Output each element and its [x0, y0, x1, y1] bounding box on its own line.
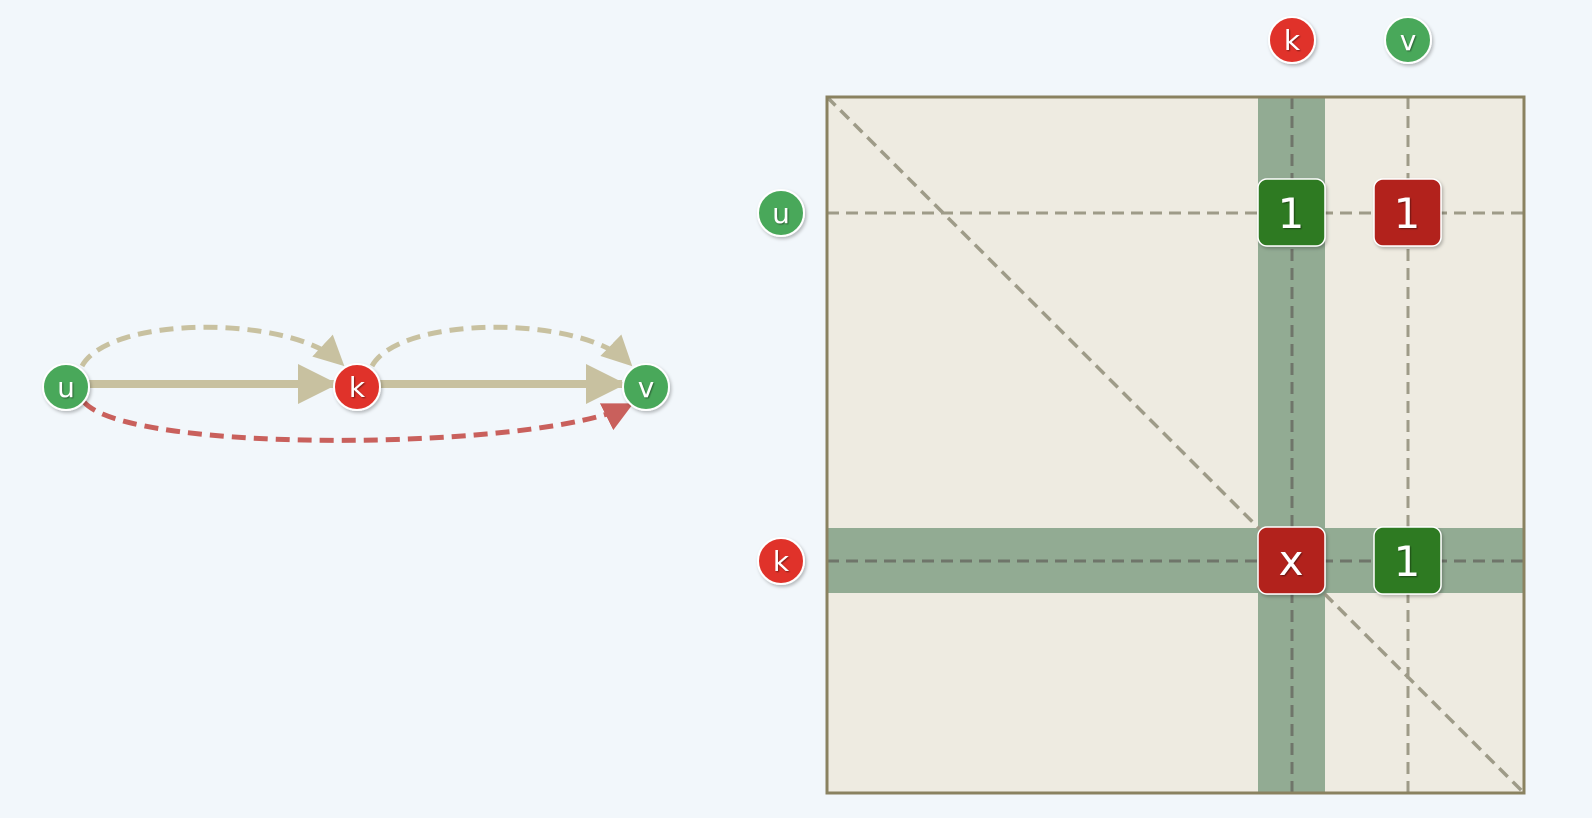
matrix-row-label-k-node [757, 537, 805, 585]
graph: u k v [42, 324, 670, 443]
graph-node-v-label: v [638, 371, 655, 404]
graph-node-u-label: u [57, 371, 75, 404]
matrix-cell-u-k-value: 1 [1278, 189, 1305, 238]
graph-node-u [42, 363, 90, 411]
matrix-row-label-u-node [757, 189, 805, 237]
matrix-col-label-k-node [1268, 16, 1316, 64]
graph-node-k [333, 363, 381, 411]
matrix: 1 1 x 1 k v [757, 16, 1526, 795]
edge-u-k-dashed [79, 324, 345, 368]
graph-node-v [622, 363, 670, 411]
matrix-col-label-k: k [1284, 24, 1301, 57]
matrix-row-label-k: k [773, 545, 790, 578]
graph-node-k-label: k [349, 371, 366, 404]
matrix-cell-u-v [1373, 178, 1442, 247]
matrix-cell-k-v [1373, 526, 1442, 595]
matrix-cell-k-k-value: x [1279, 536, 1304, 585]
matrix-col-label-v: v [1400, 24, 1417, 57]
matrix-cell-u-k [1257, 178, 1326, 247]
edge-k-v-dashed [369, 324, 633, 368]
matrix-cell-u-v-value: 1 [1394, 189, 1421, 238]
matrix-col-label-v-node [1384, 16, 1432, 64]
matrix-cell-k-v-value: 1 [1394, 537, 1421, 586]
edge-u-v-dashed-red [82, 400, 634, 443]
matrix-cell-k-k [1257, 526, 1326, 595]
matrix-border [825, 95, 1526, 795]
matrix-row-label-u: u [772, 197, 790, 230]
